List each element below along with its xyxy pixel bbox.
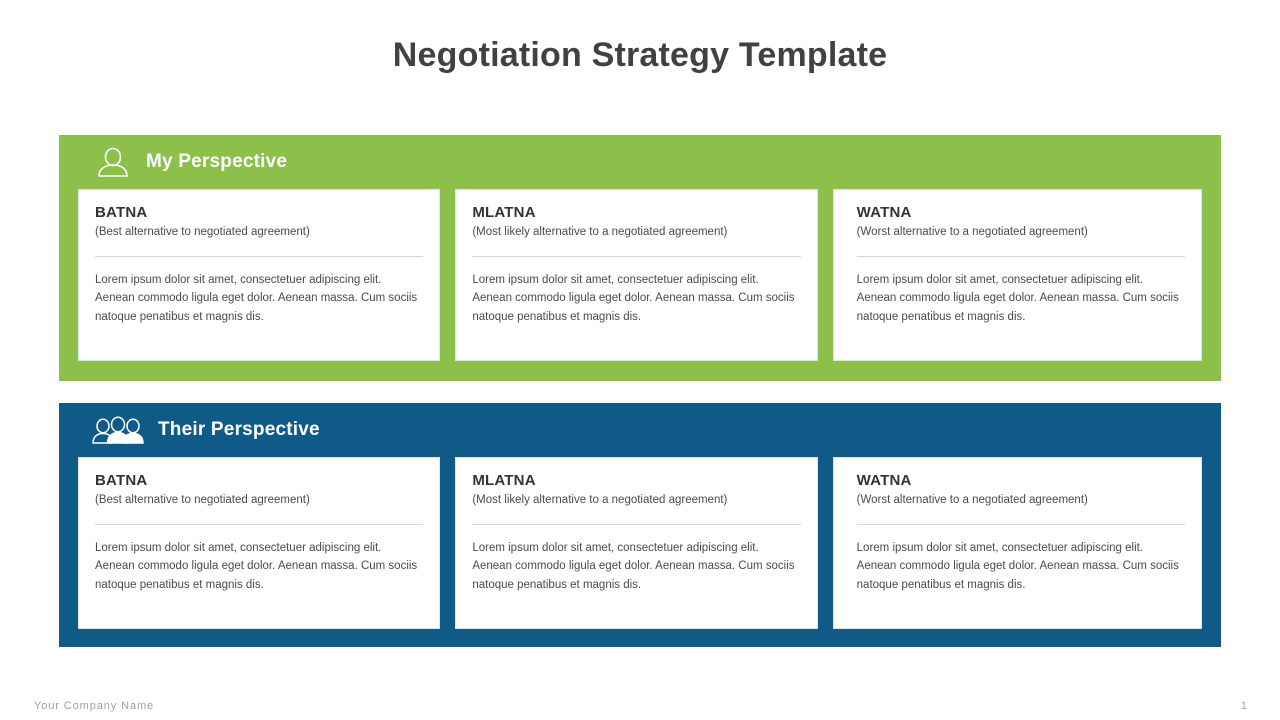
card-title: MLATNA [472,204,536,221]
card-title: MLATNA [472,472,536,489]
section-label-my-perspective: My Perspective [146,151,288,172]
card-mlatna-their[interactable]: MLATNA (Most likely alternative to a neg… [455,457,818,629]
section-header-their-perspective: Their Perspective [59,403,1221,457]
card-body: Lorem ipsum dolor sit amet, consectetuer… [472,541,795,591]
card-subtitle: (Best alternative to negotiated agreemen… [95,493,310,506]
card-divider [95,255,424,257]
card-divider [95,523,424,525]
card-body: Lorem ipsum dolor sit amet, consectetuer… [95,541,418,591]
single-person-icon [90,147,136,177]
card-subtitle: (Most likely alternative to a negotiated… [472,493,728,506]
card-body: Lorem ipsum dolor sit amet, consectetuer… [856,541,1179,591]
card-batna-their[interactable]: BATNA (Best alternative to negotiated ag… [78,457,441,629]
card-row-their-perspective: BATNA (Best alternative to negotiated ag… [59,457,1221,629]
card-divider [472,255,801,257]
card-divider [472,523,801,525]
footer-company-name: Your Company Name [34,700,155,712]
card-divider [856,255,1185,257]
section-panel-their-perspective: Their Perspective BATNA (Best alternativ… [59,403,1221,647]
card-divider [856,523,1185,525]
card-row-my-perspective: BATNA (Best alternative to negotiated ag… [59,189,1221,361]
footer-page-number: 1 [1240,700,1247,712]
card-subtitle: (Worst alternative to a negotiated agree… [856,493,1088,506]
card-batna-my[interactable]: BATNA (Best alternative to negotiated ag… [78,189,441,361]
card-title: BATNA [95,204,148,221]
page-title: Negotiation Strategy Template [392,36,888,74]
card-title: BATNA [95,472,148,489]
card-mlatna-my[interactable]: MLATNA (Most likely alternative to a neg… [455,189,818,361]
card-title: WATNA [856,204,912,221]
section-panel-my-perspective: My Perspective BATNA (Best alternative t… [59,135,1221,381]
group-people-icon [90,415,148,445]
card-body: Lorem ipsum dolor sit amet, consectetuer… [95,273,418,323]
card-subtitle: (Worst alternative to a negotiated agree… [856,225,1088,238]
card-body: Lorem ipsum dolor sit amet, consectetuer… [472,273,795,323]
card-body: Lorem ipsum dolor sit amet, consectetuer… [856,273,1179,323]
section-label-their-perspective: Their Perspective [158,419,320,440]
card-watna-their[interactable]: WATNA (Worst alternative to a negotiated… [832,457,1202,629]
card-title: WATNA [856,472,912,489]
card-subtitle: (Best alternative to negotiated agreemen… [95,225,310,238]
section-header-my-perspective: My Perspective [59,135,1221,189]
card-subtitle: (Most likely alternative to a negotiated… [472,225,728,238]
card-watna-my[interactable]: WATNA (Worst alternative to a negotiated… [832,189,1202,361]
